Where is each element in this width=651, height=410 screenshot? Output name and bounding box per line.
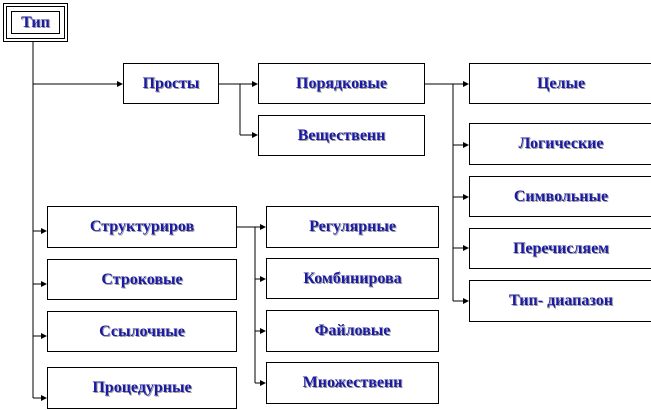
ordinal-type-label: Порядковые xyxy=(296,74,387,92)
procedural-type-label: Процедурные xyxy=(92,379,192,396)
file-type-box: Файловые xyxy=(266,310,439,352)
record-type-box: Комбинирова xyxy=(266,258,439,299)
range-type-label: Тип- диапазон xyxy=(509,292,613,309)
simple-type-label: Просты xyxy=(142,74,200,92)
file-type-label: Файловые xyxy=(314,322,391,339)
root-type-box: Тип xyxy=(3,3,68,42)
ordinal-type-box: Порядковые xyxy=(258,63,425,104)
structured-type-label: Структуриров xyxy=(89,218,195,235)
record-type-label: Комбинирова xyxy=(303,269,402,287)
string-type-box: Строковые xyxy=(47,259,237,300)
pointer-type-box: Ссылочные xyxy=(47,311,237,352)
pointer-type-label: Ссылочные xyxy=(99,322,185,340)
char-type-box: Символьные xyxy=(469,176,651,217)
enum-type-box: Перечисляем xyxy=(469,228,651,269)
integer-type-box: Целые xyxy=(469,63,651,104)
boolean-type-box: Логические xyxy=(469,123,651,165)
procedural-type-box: Процедурные xyxy=(47,367,237,409)
string-type-label: Строковые xyxy=(101,270,183,288)
simple-type-box: Просты xyxy=(123,63,219,104)
set-type-box: Множественн xyxy=(266,362,439,404)
set-type-label: Множественн xyxy=(302,374,403,391)
range-type-box: Тип- диапазон xyxy=(469,280,651,322)
enum-type-label: Перечисляем xyxy=(512,239,610,257)
integer-type-label: Целые xyxy=(536,74,586,92)
structured-type-box: Структуриров xyxy=(47,206,237,248)
char-type-label: Символьные xyxy=(513,187,609,205)
array-type-label: Регулярные xyxy=(309,218,396,235)
real-type-box: Вещественн xyxy=(258,115,425,156)
boolean-type-label: Логические xyxy=(518,135,604,152)
root-type-label: Тип xyxy=(21,13,50,31)
array-type-box: Регулярные xyxy=(266,206,439,248)
real-type-label: Вещественн xyxy=(297,126,386,144)
